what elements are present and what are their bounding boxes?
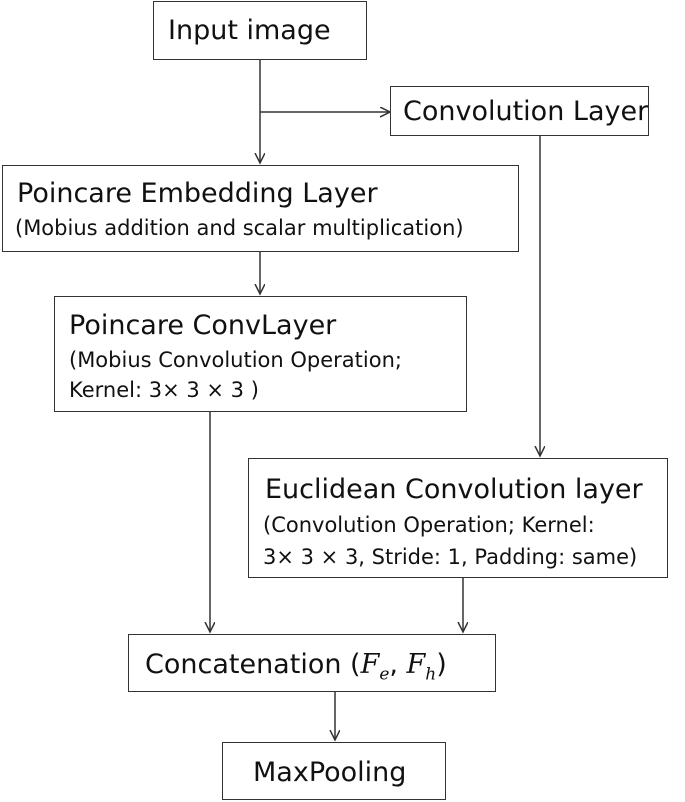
euclidean-convolution-detail-line2: 3× 3 × 3, Stride: 1, Padding: same) xyxy=(263,545,638,569)
maxpooling-label: MaxPooling xyxy=(253,757,407,788)
convolution-layer-node: Convolution Layer xyxy=(390,86,649,136)
poincare-embedding-label: Poincare Embedding Layer xyxy=(17,178,378,209)
poincare-embedding-node: Poincare Embedding Layer (Mobius additio… xyxy=(2,165,519,252)
euclidean-convolution-detail-line1: (Convolution Operation; Kernel: xyxy=(263,513,595,537)
feature-h-symbol: F xyxy=(406,649,426,680)
poincare-convlayer-detail-line2: Kernel: 3× 3 × 3 ) xyxy=(69,378,259,402)
feature-e-symbol: F xyxy=(360,649,380,680)
concatenation-node: Concatenation (Fe, Fh) xyxy=(128,634,496,692)
feature-h-subscript: h xyxy=(425,664,437,685)
concatenation-close: ) xyxy=(436,649,447,680)
feature-e-subscript: e xyxy=(379,664,390,685)
poincare-convlayer-detail-line1: (Mobius Convolution Operation; xyxy=(69,348,402,372)
input-image-node: Input image xyxy=(153,1,367,60)
input-image-label: Input image xyxy=(168,15,331,46)
poincare-convlayer-node: Poincare ConvLayer (Mobius Convolution O… xyxy=(54,296,467,412)
concatenation-label: Concatenation ( xyxy=(145,649,361,680)
convolution-layer-label: Convolution Layer xyxy=(403,96,649,127)
concatenation-formula: Concatenation (Fe, Fh) xyxy=(145,651,447,683)
maxpooling-node: MaxPooling xyxy=(222,742,446,800)
concatenation-separator: , xyxy=(389,649,407,680)
euclidean-convolution-label: Euclidean Convolution layer xyxy=(265,474,643,505)
euclidean-convolution-node: Euclidean Convolution layer (Convolution… xyxy=(248,458,668,578)
poincare-convlayer-label: Poincare ConvLayer xyxy=(69,310,337,341)
poincare-embedding-detail: (Mobius addition and scalar multiplicati… xyxy=(15,216,464,240)
